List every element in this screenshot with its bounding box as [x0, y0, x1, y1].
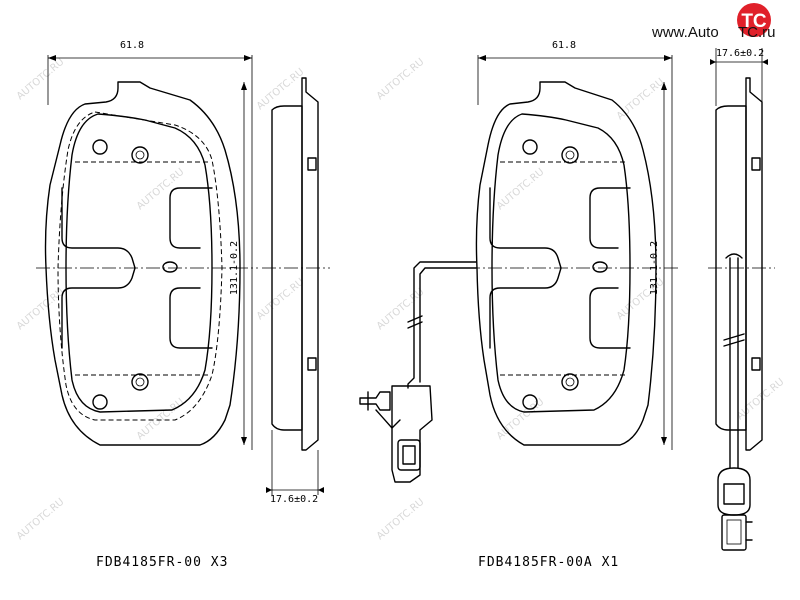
- logo-mark: TC: [741, 11, 767, 32]
- watermark-text: AUTOTC.RU: [615, 77, 667, 123]
- watermark-text: AUTOTC.RU: [15, 287, 67, 333]
- watermark-text: AUTOTC.RU: [495, 397, 547, 443]
- friction-block-side: [271, 105, 303, 431]
- rivet-icon: [561, 373, 579, 391]
- logo-suffix: TC.ru: [738, 24, 776, 41]
- right-width-dim: 61.8: [552, 40, 576, 51]
- watermark-text: AUTOTC.RU: [135, 397, 187, 443]
- rivet-icon: [561, 146, 579, 164]
- watermark-text: AUTOTC.RU: [375, 287, 427, 333]
- mount-hole-icon: [92, 394, 108, 410]
- backing-plate-side: [301, 77, 319, 451]
- watermark-text: AUTOTC.RU: [255, 277, 307, 323]
- friction-block-side: [715, 105, 747, 431]
- pad-surface: [65, 113, 213, 413]
- center-hole-icon: [592, 261, 608, 273]
- watermark-text: AUTOTC.RU: [15, 497, 67, 543]
- right-thickness-dim: 17.6±0.2: [716, 48, 764, 59]
- watermark-text: AUTOTC.RU: [15, 57, 67, 103]
- watermark-text: AUTOTC.RU: [495, 167, 547, 213]
- left-thickness-dim: 17.6±0.2: [270, 494, 318, 505]
- sensor-plug: [721, 514, 747, 551]
- sensor-wire-side: [729, 257, 739, 469]
- watermark-text: AUTOTC.RU: [135, 167, 187, 213]
- mount-hole-icon: [522, 394, 538, 410]
- watermark-text: AUTOTC.RU: [375, 497, 427, 543]
- logo-badge-icon: [737, 3, 771, 37]
- left-height-dim: 131.1-0.2: [229, 241, 240, 295]
- rivet-icon: [131, 146, 149, 164]
- backing-plate: [475, 81, 657, 446]
- watermark-text: AUTOTC.RU: [375, 57, 427, 103]
- rivet-icon: [131, 373, 149, 391]
- right-part-label: FDB4185FR-00A X1: [478, 555, 619, 570]
- sensor-clip: [359, 391, 391, 411]
- right-pad-side-view: 17.6±0.2: [708, 48, 775, 551]
- brand-logo: www.Auto TC TC.ru: [651, 3, 776, 41]
- watermark-text: AUTOTC.RU: [735, 377, 787, 423]
- sensor-connector: [391, 385, 433, 483]
- right-pad-front-view: 61.8 131.1-0.2: [359, 40, 680, 483]
- left-part-label: FDB4185FR-00 X3: [96, 555, 228, 570]
- pad-surface: [491, 113, 631, 413]
- logo-prefix: www.Auto: [651, 24, 719, 41]
- left-width-dim: 61.8: [120, 40, 144, 51]
- right-height-dim: 131.1-0.2: [649, 241, 660, 295]
- backing-plate-side: [745, 77, 763, 451]
- mount-hole-icon: [522, 139, 538, 155]
- backing-plate: [44, 81, 241, 446]
- sensor-wire: [407, 261, 477, 389]
- mount-hole-icon: [92, 139, 108, 155]
- sensor-grommet: [717, 467, 751, 516]
- center-hole-icon: [162, 261, 178, 273]
- left-pad-front-view: 61.8 131.1-0.2: [36, 40, 258, 450]
- left-pad-side-view: 17.6±0.2: [262, 77, 330, 505]
